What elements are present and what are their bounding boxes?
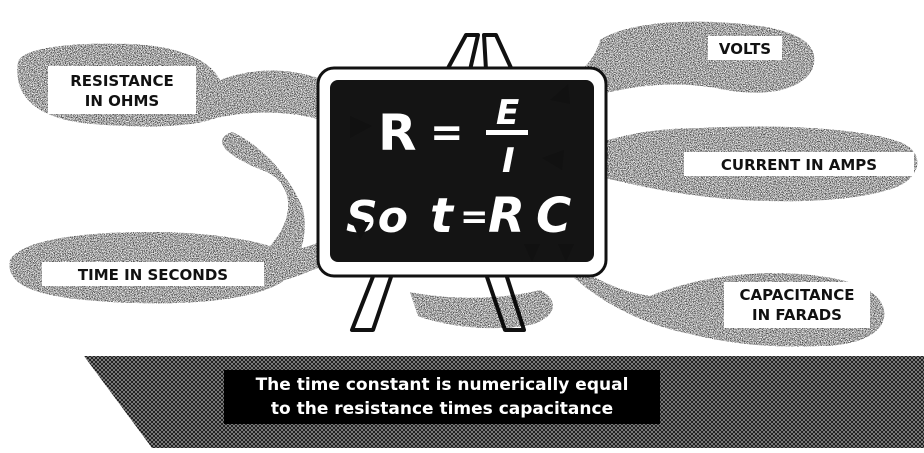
resistance-label-line1: RESISTANCE bbox=[70, 72, 173, 90]
caption-band: The time constant is numerically equal t… bbox=[84, 356, 924, 448]
caption-line2: to the resistance times capacitance bbox=[271, 399, 613, 419]
formula-equals: = bbox=[430, 110, 464, 156]
formula-r-2: R bbox=[488, 188, 525, 244]
formula-t: t bbox=[430, 188, 455, 244]
resistance-label-line2: IN OHMS bbox=[85, 92, 159, 110]
formula-i: I bbox=[502, 141, 515, 181]
formula-to-caption-cloud bbox=[410, 290, 553, 328]
fraction-bar bbox=[486, 130, 528, 135]
easel-bottom-left-leg bbox=[352, 274, 392, 330]
current-label: CURRENT IN AMPS bbox=[721, 156, 877, 174]
easel-top-right-leg bbox=[484, 35, 512, 70]
time-label: TIME IN SECONDS bbox=[78, 266, 228, 284]
formula-equals-2: = bbox=[460, 197, 489, 237]
caption-line1: The time constant is numerically equal bbox=[256, 375, 629, 395]
formula-so: So bbox=[346, 192, 408, 243]
formula-r: R bbox=[378, 104, 417, 162]
formula-e: E bbox=[496, 93, 519, 133]
formula-c: C bbox=[536, 188, 571, 244]
capacitance-label-line2: IN FARADS bbox=[752, 306, 842, 324]
volts-label: VOLTS bbox=[719, 40, 771, 58]
easel-top-left-leg bbox=[447, 35, 478, 70]
capacitance-label-line1: CAPACITANCE bbox=[740, 286, 855, 304]
